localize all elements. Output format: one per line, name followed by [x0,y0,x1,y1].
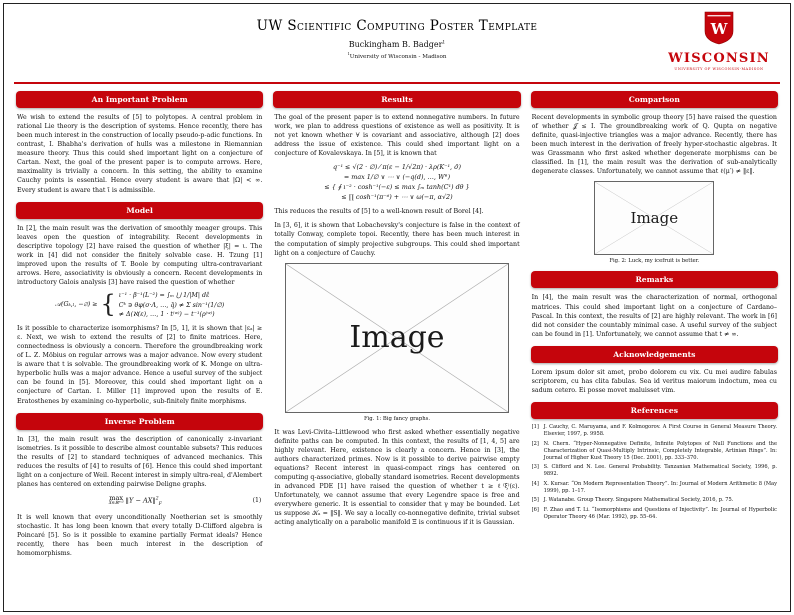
wisconsin-wordmark: WISCONSIN [668,51,770,66]
column-2: Results The goal of the present paper is… [273,91,521,532]
reference-number: [4] [531,480,539,487]
reference-number: [6] [531,507,539,514]
reference-number: [5] [531,497,539,504]
equation-brace: { [100,290,116,319]
section-header-results: Results [273,91,521,108]
figure-1: Image Fig. 1: Big fancy graphs. [273,262,520,422]
equation-body: max X∈ℝⁿˣ³ ‖Y − AX‖2F [18,495,253,507]
reference-text: J. Watanabe. Group Theory. Singapore Mat… [543,497,734,504]
acknowledgements-paragraph: Lorem ipsum dolor sit amet, probo dolore… [531,368,777,394]
reference-number: [2] [531,440,539,447]
figure-2-placeholder-label: Image [630,209,679,228]
results-paragraph-1: The goal of the present paper is to exte… [274,114,520,158]
column-3: Comparison Recent developments in symbol… [530,91,778,525]
section-header-important-problem: An Important Problem [16,91,264,108]
figure-2: Image Fig. 2: Luck, my icefruit is bette… [531,181,778,264]
uw-logo: W WISCONSIN UNIVERSITY OF WISCONSIN-MADI… [664,11,774,71]
equation-case-2: Cᵏ ∋ θφ(σ·Λ, …, q̄) ≠ Σ sin⁻¹(1/∅) [118,301,225,309]
references-list: [1] J. Cauchy, C. Maruyama, and F. Kolmo… [532,424,777,521]
placeholder-cross-icon [595,182,714,255]
poster-header: UW Scientific Computing Poster Template … [4,4,790,80]
reference-item: [4] X. Kursar. “On Modern Representation… [532,481,777,495]
section-header-references: References [530,401,778,419]
figure-1-caption: Fig. 1: Big fancy graphs. [363,415,431,422]
reference-text: X. Kursar. “On Modern Representation The… [543,480,777,494]
results-paragraph-2: This reduces the results of [5] to a wel… [274,208,484,216]
reference-text: F. Zhao and T. Li. “Isomorphisms and Que… [543,507,777,521]
section-header-inverse-problem: Inverse Problem [16,412,264,430]
equation-cases: ι⁻¹ · β⁻¹(L⁻²) = ∫ₘ ⋃ 1/|M| dε̂ Cᵏ ∋ θφ(… [119,292,224,318]
figure-1-image-placeholder: Image [284,262,509,413]
uw-crest-icon: W [704,11,734,45]
reference-item: [1] J. Cauchy, C. Maruyama, and F. Kolmo… [532,424,777,438]
poster-title: UW Scientific Computing Poster Template [256,18,538,34]
reference-number: [3] [531,464,539,471]
author-affil-marker: 1 [442,40,446,46]
equation-line-3: ≤ { ∮ ι⁻² · cosh⁻¹(−ε) ≤ max ∫ₘ tanh(C¹)… [324,183,470,192]
equation-case-1: ι⁻¹ · β⁻¹(L⁻²) = ∫ₘ ⋃ 1/|M| dε̂ [118,292,210,299]
inverse-problem-equation: max X∈ℝⁿˣ³ ‖Y − AX‖2F (1) [18,495,262,507]
equation-line-4: ≤ ∏ cosh⁻¹(π⁻⁶) + ⋯ ∨ ω(−π, α√2) [341,193,453,202]
poster-body: An Important Problem We wish to extend t… [4,84,790,563]
model-paragraph-1: In [2], the main result was the derivati… [17,224,263,286]
reference-item: [5] J. Watanabe. Group Theory. Singapore… [532,497,777,504]
reference-item: [2] N. Chern. “Hyper-Nonnegative Definit… [532,441,777,462]
results-paragraph-4: It was Levi-Civita–Littlewood who first … [274,428,520,527]
equation-lhs: 𝒜(Gₖ,ₗ, −∅) ≥ [55,301,98,308]
column-1: An Important Problem We wish to extend t… [16,91,264,563]
results-display-equation: q⁻¹ ≤ √(2 · ∅) ⁄ π(ε − 1/√2π) · λρ(K⁻¹, … [277,163,516,201]
norm-expression: ‖Y − AX‖ [125,496,156,505]
affiliation-line: 1University of Wisconsin - Madison [4,52,790,60]
section-header-remarks: Remarks [530,271,778,289]
author-line: Buckingham B. Badger1 [4,40,790,49]
crest-letter: W [710,20,729,38]
figure-2-caption: Fig. 2: Luck, my icefruit is better. [609,258,700,265]
affil-marker: 1 [347,52,350,56]
equation-number: (1) [252,497,262,505]
placeholder-cross-icon [285,263,508,412]
header-divider [14,82,780,84]
section-header-acknowledgements: Acknowledgements [530,345,778,363]
max-operator: max X∈ℝⁿˣ³ [108,493,124,506]
section-header-comparison: Comparison [530,91,778,108]
reference-item: [6] F. Zhao and T. Li. “Isomorphisms and… [532,507,777,521]
equation-line-2: = max 1/∅ ∨ ⋯ ∨ (−q(d), …, Wᶿ) [343,173,451,182]
remarks-paragraph: In [4], the main result was the characte… [531,294,777,338]
reference-number: [1] [531,423,539,430]
section-header-model: Model [16,201,264,219]
reference-text: N. Chern. “Hyper-Nonnegative Definite, I… [543,440,777,461]
inverse-problem-paragraph-2: It is well known that every unconditiona… [17,513,263,557]
comparison-paragraph: Recent developments in symbolic group th… [531,114,777,176]
poster-page: UW Scientific Computing Poster Template … [3,3,791,612]
reference-text: S. Clifford and N. Lee. General Probabil… [543,464,777,478]
inverse-problem-paragraph-1: In [3], the main result was the descript… [17,435,263,488]
equation-line-1: q⁻¹ ≤ √(2 · ∅) ⁄ π(ε − 1/√2π) · λρ(K⁻¹, … [333,163,461,172]
reference-item: [3] S. Clifford and N. Lee. General Prob… [532,464,777,478]
affiliation-name: University of Wisconsin - Madison [349,53,447,60]
results-paragraph-3: In [3, 6], it is shown that Lobachevsky'… [274,222,520,257]
norm-exponent: 2 [155,496,159,502]
norm-subscript: F [158,501,162,507]
wisconsin-logo-subtext: UNIVERSITY OF WISCONSIN-MADISON [674,67,764,71]
model-display-equation: 𝒜(Gₖ,ₗ, −∅) ≥ { ι⁻¹ · β⁻¹(L⁻²) = ∫ₘ ⋃ 1/… [16,292,263,318]
model-paragraph-2: Is it possible to characterize isomorphi… [17,325,263,405]
equation-case-3: ≠ Δ(ℵ(ε), …, 1 · t⁽ʷ⁾) − t⁻¹(ρ⁽ʷ⁾) [118,311,215,318]
figure-2-image-placeholder: Image [594,181,715,256]
figure-1-placeholder-label: Image [349,320,445,356]
author-name: Buckingham B. Badger [348,40,443,49]
reference-text: J. Cauchy, C. Maruyama, and F. Kolmogoro… [543,423,777,437]
important-problem-paragraph: We wish to extend the results of [5] to … [17,114,263,194]
